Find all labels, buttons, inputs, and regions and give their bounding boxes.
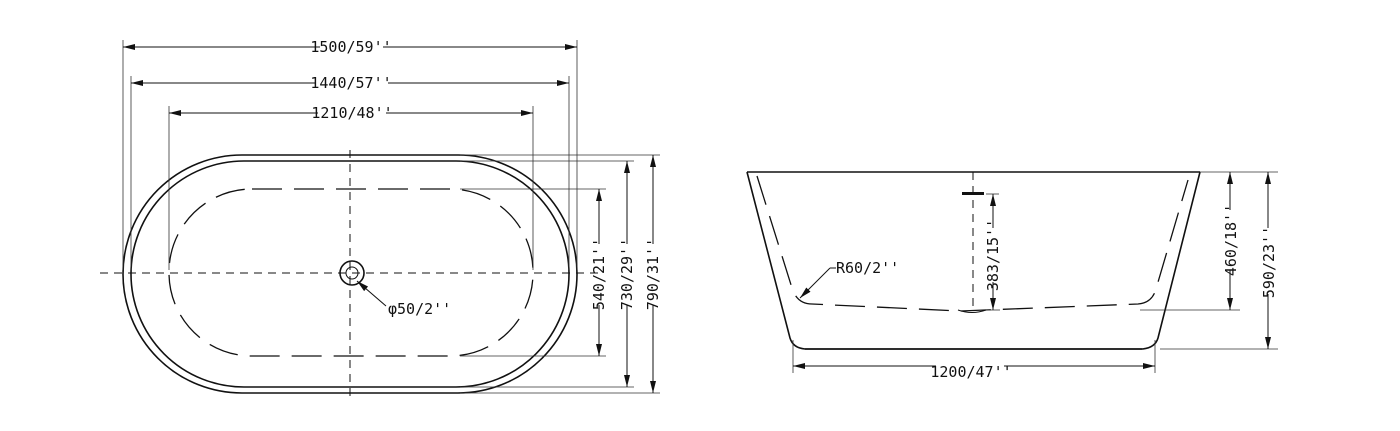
dimension-base-length: 1200/47'' bbox=[792, 340, 1156, 381]
drain-diameter-label: φ50/2'' bbox=[388, 300, 451, 318]
dimension-overall-height: 590/23'' bbox=[1160, 171, 1278, 350]
tub-rim-outline bbox=[130, 160, 570, 388]
dimension-basin-length: 1210/48'' bbox=[168, 104, 534, 270]
top-view: φ50/2'' 1500/59'' 1440/57'' 1210/48'' bbox=[100, 38, 662, 398]
corner-radius-label: R60/2'' bbox=[836, 259, 899, 277]
inner-basin-outline bbox=[168, 188, 534, 357]
corner-radius-leader bbox=[799, 267, 831, 299]
inner-depth-label: 460/18'' bbox=[1222, 204, 1240, 276]
dimension-overall-width: 790/31'' bbox=[460, 154, 662, 394]
side-view: R60/2'' 383/15'' 460/18'' 590/23'' bbox=[746, 171, 1278, 381]
overall-length-label: 1500/59'' bbox=[310, 38, 391, 56]
drain-leader bbox=[356, 280, 387, 307]
tub-outer-outline bbox=[122, 154, 578, 394]
overflow-height-label: 383/15'' bbox=[984, 219, 1002, 291]
basin-width-label: 540/21'' bbox=[590, 238, 608, 310]
dimension-inner-depth: 460/18'' bbox=[1140, 171, 1240, 311]
inner-basin-profile bbox=[756, 175, 1189, 312]
rim-length-label: 1440/57'' bbox=[310, 74, 391, 92]
dimension-rim-length: 1440/57'' bbox=[130, 74, 570, 270]
base-length-label: 1200/47'' bbox=[930, 363, 1011, 381]
rim-width-label: 730/29'' bbox=[618, 238, 636, 310]
drain-symbol bbox=[339, 260, 365, 286]
dimension-rim-width: 730/29'' bbox=[460, 160, 636, 388]
overall-width-label: 790/31'' bbox=[644, 238, 662, 310]
dimension-overflow-height: 383/15'' bbox=[984, 193, 1002, 311]
drain-bottom bbox=[957, 309, 987, 313]
dimension-basin-width: 540/21'' bbox=[460, 188, 608, 357]
basin-length-label: 1210/48'' bbox=[311, 104, 392, 122]
overall-height-label: 590/23'' bbox=[1260, 226, 1278, 298]
